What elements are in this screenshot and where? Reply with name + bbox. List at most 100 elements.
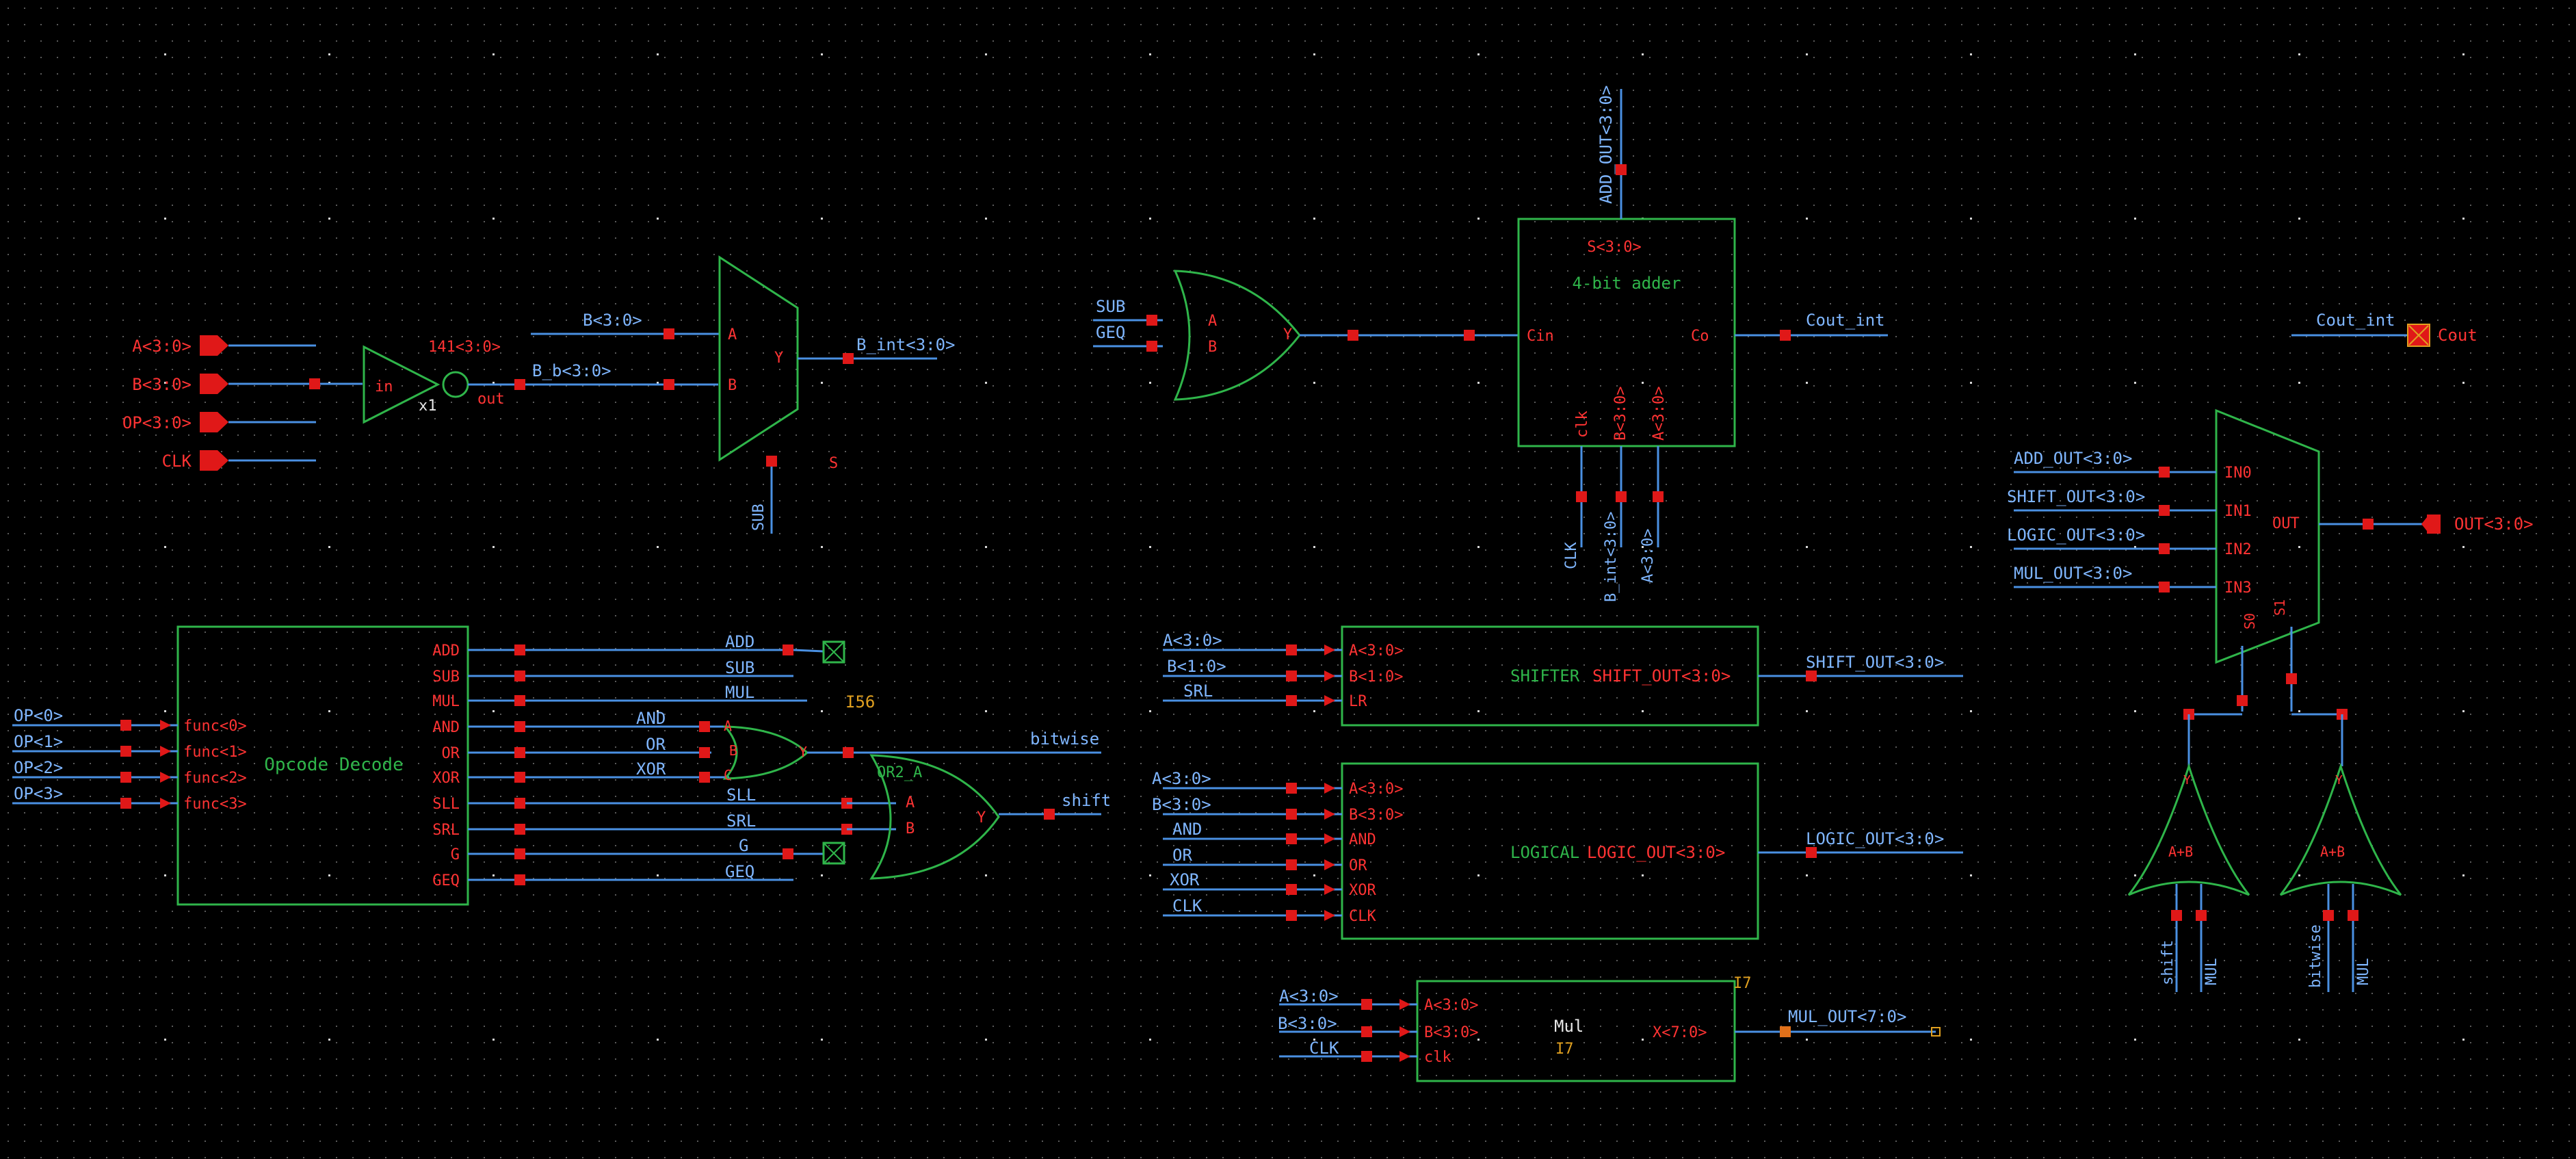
decoder-op-net-0: OP<0> xyxy=(14,706,63,725)
decoder-out-pin-1: SUB xyxy=(432,668,460,686)
decoder-out-pin-5: XOR xyxy=(432,770,460,787)
adder-net-clk: CLK xyxy=(1563,542,1580,569)
adder-pin-cin: Cin xyxy=(1527,328,1554,345)
shifter-in-net-2: SRL xyxy=(1183,681,1213,701)
instance-i56: I56 xyxy=(845,692,875,712)
select-or-left-label: A+B xyxy=(2168,844,2193,860)
decoder-out-net-7: SRL xyxy=(726,811,756,831)
select-or-right-label: A+B xyxy=(2320,844,2345,860)
decoder-out-net-6: SLL xyxy=(726,785,756,805)
or2-gate[interactable]: OR2_A A B Y shift xyxy=(869,754,1111,880)
select-or-left[interactable]: A+B Y shift MUL xyxy=(2127,763,2250,992)
adder-pin-b: B<3:0> xyxy=(1612,387,1629,441)
decoder-out-net-8: G xyxy=(739,836,748,855)
input-port-b[interactable]: B<3:0> xyxy=(132,374,363,394)
mul-net-out: MUL_OUT<7:0> xyxy=(1788,1007,1906,1026)
mul-title: Mul xyxy=(1554,1017,1583,1036)
decoder-out-pin-6: SLL xyxy=(432,796,460,813)
adder-title: 4-bit adder xyxy=(1573,274,1681,293)
decoder-out-net-9: GEQ xyxy=(725,862,754,881)
inverter-pin-out: out xyxy=(477,391,505,408)
mul-in-net-2: CLK xyxy=(1309,1039,1339,1058)
logical-in-pin-5: CLK xyxy=(1349,908,1376,925)
input-port-a[interactable]: A<3:0> xyxy=(132,335,316,356)
decoder-op-net-1: OP<1> xyxy=(14,732,63,751)
decoder-func-pin-2: func<2> xyxy=(183,770,247,787)
inverter-gate[interactable]: in out x1 141<3:0> xyxy=(363,339,525,424)
decoder-out-pin-8: G xyxy=(451,846,460,863)
out-mux-net-0: ADD_OUT<3:0> xyxy=(2014,449,2132,468)
or2-inst: OR2_A xyxy=(877,764,922,781)
inverter-size: x1 xyxy=(419,398,437,415)
logical-in-pin-1: B<3:0> xyxy=(1349,807,1403,824)
adder-pin-co: Co xyxy=(1691,328,1709,345)
mul-block[interactable]: Mul I7 I7 X<7:0> MUL_OUT<7:0> xyxy=(1416,975,1941,1082)
cout-port[interactable]: Cout_int Cout xyxy=(2291,311,2478,347)
adder-block[interactable]: 4-bit adder S<3:0> Cin Co clk B<3:0> A<3… xyxy=(1517,86,1888,602)
logical-in-net-1: B<3:0> xyxy=(1152,795,1211,814)
input-port-clk[interactable]: CLK xyxy=(162,450,316,471)
adder-net-b-int: B_int<3:0> xyxy=(1603,512,1620,602)
decoder-out-pin-4: OR xyxy=(442,745,460,762)
terminator-g xyxy=(822,842,845,865)
opcode-decoder[interactable]: Opcode Decode xyxy=(176,625,469,906)
input-port-clk-label: CLK xyxy=(162,452,192,471)
shifter-in-pin-0: A<3:0> xyxy=(1349,642,1403,660)
shifter-block[interactable]: SHIFTER SHIFT_OUT<3:0> SHIFT_OUT<3:0> xyxy=(1341,625,1963,727)
decoder-inputs: OP<0>func<0>OP<1>func<1>OP<2>func<2>OP<3… xyxy=(12,706,247,813)
or-pin-y: Y xyxy=(1283,326,1292,343)
adder-net-a: A<3:0> xyxy=(1640,529,1657,583)
logical-in-pin-3: OR xyxy=(1349,857,1367,874)
pin-dot xyxy=(699,772,710,783)
adder-pin-a: A<3:0> xyxy=(1651,387,1668,441)
logical-block[interactable]: LOGICAL LOGIC_OUT<3:0> LOGIC_OUT<3:0> xyxy=(1341,762,1963,940)
adder-pin-s: S<3:0> xyxy=(1587,239,1641,256)
net-b-top: B<3:0> xyxy=(583,311,642,330)
b-mux[interactable]: A B Y S B_int<3:0> SUB xyxy=(718,255,956,534)
decoder-out-pin-0: ADD xyxy=(432,642,460,660)
mul-pin-out: X<7:0> xyxy=(1653,1024,1707,1041)
b-wires: B<3:0> B_b<3:0> xyxy=(525,311,720,390)
b-mux-net-out: B_int<3:0> xyxy=(856,335,956,354)
decoder-func-pin-1: func<1> xyxy=(183,744,247,761)
or2-pin-b: B xyxy=(906,820,915,837)
logical-in-pin-2: AND xyxy=(1349,831,1376,848)
out-mux-pin-out: OUT xyxy=(2272,515,2300,532)
logical-pin-out: LOGIC_OUT<3:0> xyxy=(1587,843,1725,862)
cout-net: Cout_int xyxy=(2316,311,2395,330)
decoder-out-pin-9: GEQ xyxy=(432,872,460,889)
or2-pin-a: A xyxy=(906,794,915,811)
select-or-left-net-shift: shift xyxy=(2159,940,2177,985)
mul-in-net-0: A<3:0> xyxy=(1279,987,1339,1006)
decoder-func-pin-0: func<0> xyxy=(183,718,247,735)
input-port-a-label: A<3:0> xyxy=(132,337,192,356)
sub-or-gate[interactable]: SUB GEQ A B Y xyxy=(1093,270,1519,401)
out-port-label: OUT<3:0> xyxy=(2454,515,2534,534)
mul-inst-inner: I7 xyxy=(1555,1041,1574,1058)
or-net-geq: GEQ xyxy=(1096,323,1125,342)
mul-in-pin-1: B<3:0> xyxy=(1424,1024,1478,1041)
out-mux-pin-s1: S1 xyxy=(2272,599,2288,616)
select-or-left-net-mul: MUL xyxy=(2203,958,2220,985)
grid-major-dots xyxy=(164,53,2576,1159)
input-port-b-label: B<3:0> xyxy=(132,375,192,394)
select-or-right[interactable]: A+B Y bitwise MUL xyxy=(2279,763,2402,992)
input-port-op[interactable]: OP<3:0> xyxy=(122,412,316,432)
decoder-out-net-2: MUL xyxy=(725,683,754,702)
decoder-out-net-0: ADD xyxy=(725,632,754,651)
shifter-in-pin-2: LR xyxy=(1349,693,1367,710)
or-pin-a: A xyxy=(1208,313,1217,330)
or3-pin-y: Y xyxy=(799,744,807,760)
pin-dot xyxy=(783,848,793,859)
decoder-out-net-5: XOR xyxy=(636,759,666,779)
decoder-out-pin-3: AND xyxy=(432,719,460,736)
pin-dot xyxy=(783,644,793,655)
logical-in-pin-4: XOR xyxy=(1349,882,1376,899)
mul-inst-corner: I7 xyxy=(1733,975,1752,992)
or-pin-b: B xyxy=(1208,339,1217,356)
inverter-pin-in: in xyxy=(375,378,393,395)
or3-gate[interactable]: A B C Y bitwise xyxy=(722,718,1101,783)
output-mux[interactable]: ADD_OUT<3:0> SHIFT_OUT<3:0> LOGIC_OUT<3:… xyxy=(2007,408,2534,766)
